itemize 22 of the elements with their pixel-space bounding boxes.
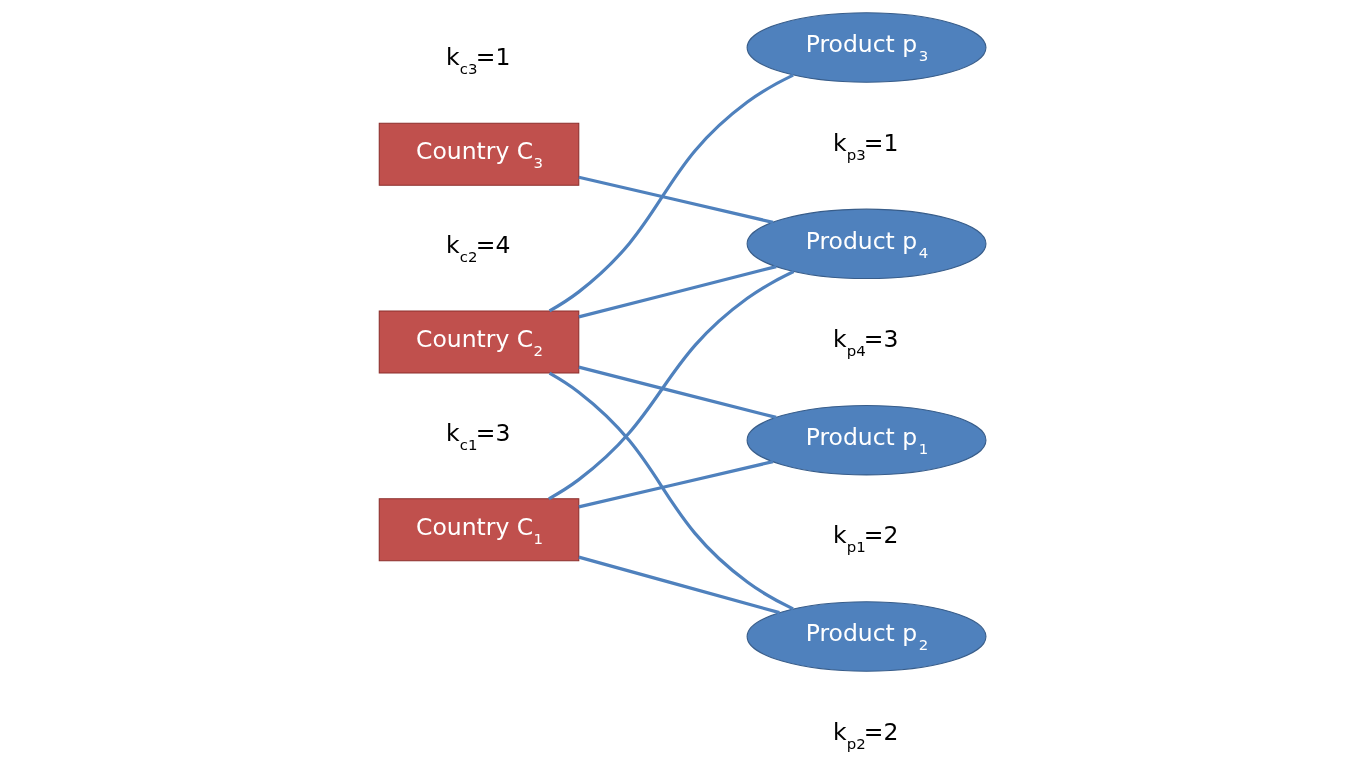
connector bbox=[548, 371, 794, 611]
node-label: k$_{c2}$=4 bbox=[445, 231, 511, 267]
node-box: Country C$_{3}$ bbox=[378, 122, 580, 186]
node-label: k$_{p4}$=3 bbox=[832, 324, 899, 360]
connector bbox=[578, 175, 774, 224]
connector bbox=[548, 270, 795, 501]
node-ellipse: Product p$_{2}$ bbox=[746, 601, 987, 672]
node-label: k$_{p2}$=2 bbox=[832, 717, 899, 753]
connector bbox=[578, 460, 774, 509]
node-ellipse: Product p$_{3}$ bbox=[746, 12, 987, 83]
node-ellipse: Product p$_{1}$ bbox=[746, 404, 987, 476]
node-label: k$_{c1}$=3 bbox=[445, 418, 511, 454]
node-box: Country C$_{2}$ bbox=[378, 310, 580, 374]
connector bbox=[548, 73, 794, 313]
node-label: k$_{p3}$=1 bbox=[832, 128, 899, 164]
node-ellipse: Product p$_{4}$ bbox=[746, 208, 987, 280]
connector bbox=[578, 365, 777, 419]
node-label: k$_{c3}$=1 bbox=[445, 43, 511, 79]
connector bbox=[578, 555, 780, 615]
connector bbox=[578, 265, 777, 319]
node-box: Country C$_{1}$ bbox=[378, 498, 580, 562]
node-label: k$_{p1}$=2 bbox=[832, 521, 899, 557]
